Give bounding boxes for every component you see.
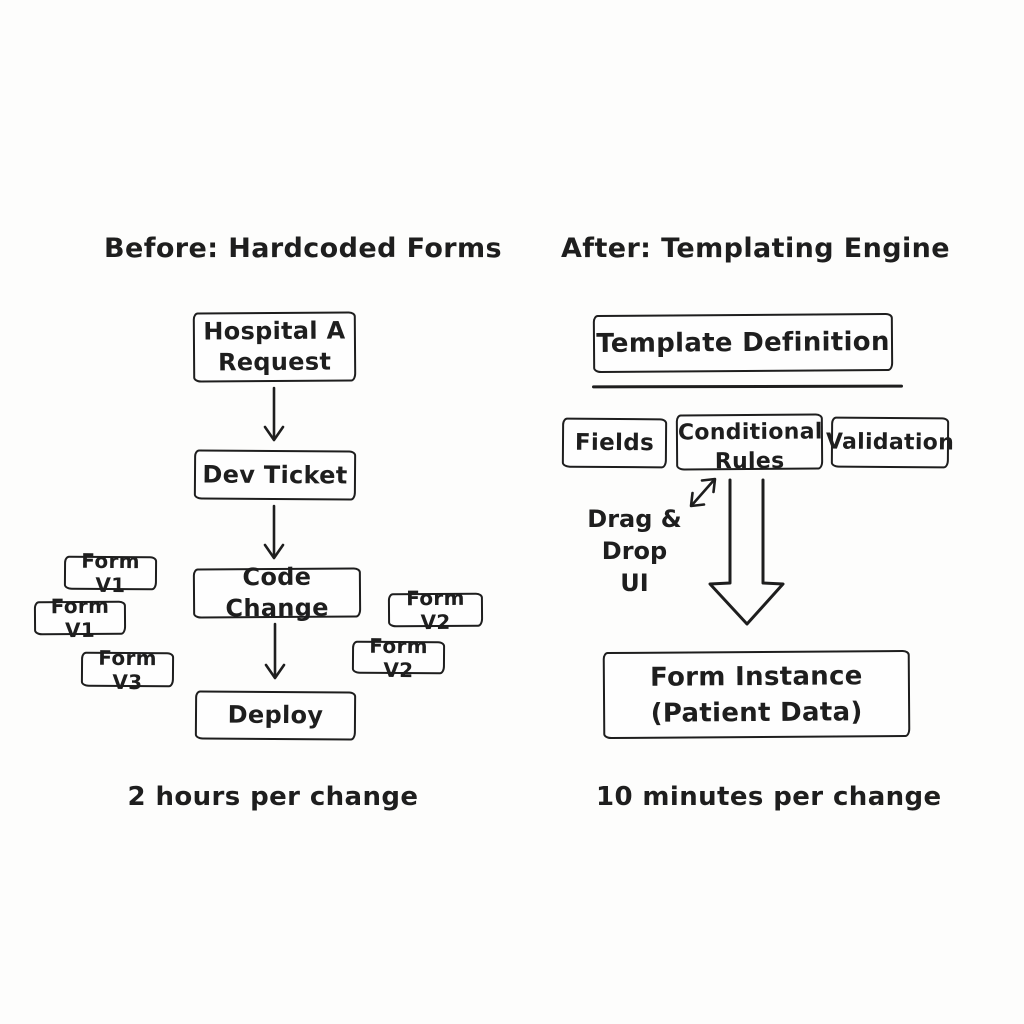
down-arrow-icon (263, 504, 285, 560)
template-definition-box: Template Definition (592, 312, 894, 374)
separator-line (591, 384, 904, 389)
component-box-conditional-rules: Conditional Rules (675, 413, 824, 474)
form-version-tag: Form V3 (80, 645, 175, 694)
form-version-tag: Form V2 (387, 586, 484, 634)
form-version-label: Form V1 (50, 593, 110, 643)
flow-node-hospital-a-request: Hospital A Request (192, 311, 357, 383)
after-title: After: Templating Engine (561, 233, 950, 264)
flow-node-deploy: Deploy (194, 690, 357, 741)
component-label: Conditional Rules (677, 419, 823, 475)
before-title: Before: Hardcoded Forms (104, 233, 503, 264)
form-version-label: Form V2 (369, 633, 428, 682)
flow-node-label: Hospital A Request (203, 316, 346, 377)
form-instance-box: Form Instance (Patient Data) (602, 649, 911, 740)
flow-node-label: Code Change (225, 562, 329, 623)
form-version-tag: Form V2 (351, 633, 446, 682)
form-version-label: Form V3 (98, 645, 157, 694)
flow-node-label: Dev Ticket (202, 459, 348, 490)
big-down-arrow-icon (708, 478, 785, 626)
component-label: Fields (574, 429, 655, 457)
form-version-label: Form V2 (406, 585, 465, 635)
flow-node-code-change: Code Change (192, 563, 362, 622)
flow-node-label: Deploy (227, 700, 324, 730)
form-version-tag: Form V1 (33, 594, 127, 642)
drag-drop-ui-label: Drag & Drop UI (587, 505, 682, 597)
component-label: Validation (825, 429, 955, 456)
after-caption: 10 minutes per change (596, 782, 942, 812)
form-version-tag: Form V1 (63, 549, 158, 597)
template-definition-label: Template Definition (596, 326, 890, 360)
before-caption: 2 hours per change (127, 782, 419, 812)
down-arrow-icon (264, 622, 286, 680)
down-arrow-icon (263, 386, 285, 442)
double-diagonal-arrow-icon (689, 477, 717, 508)
form-instance-label: Form Instance (Patient Data) (649, 660, 863, 729)
form-version-label: Form V1 (81, 548, 140, 598)
component-box-fields: Fields (561, 417, 668, 469)
flow-node-dev-ticket: Dev Ticket (193, 449, 357, 501)
component-box-validation: Validation (826, 416, 954, 469)
